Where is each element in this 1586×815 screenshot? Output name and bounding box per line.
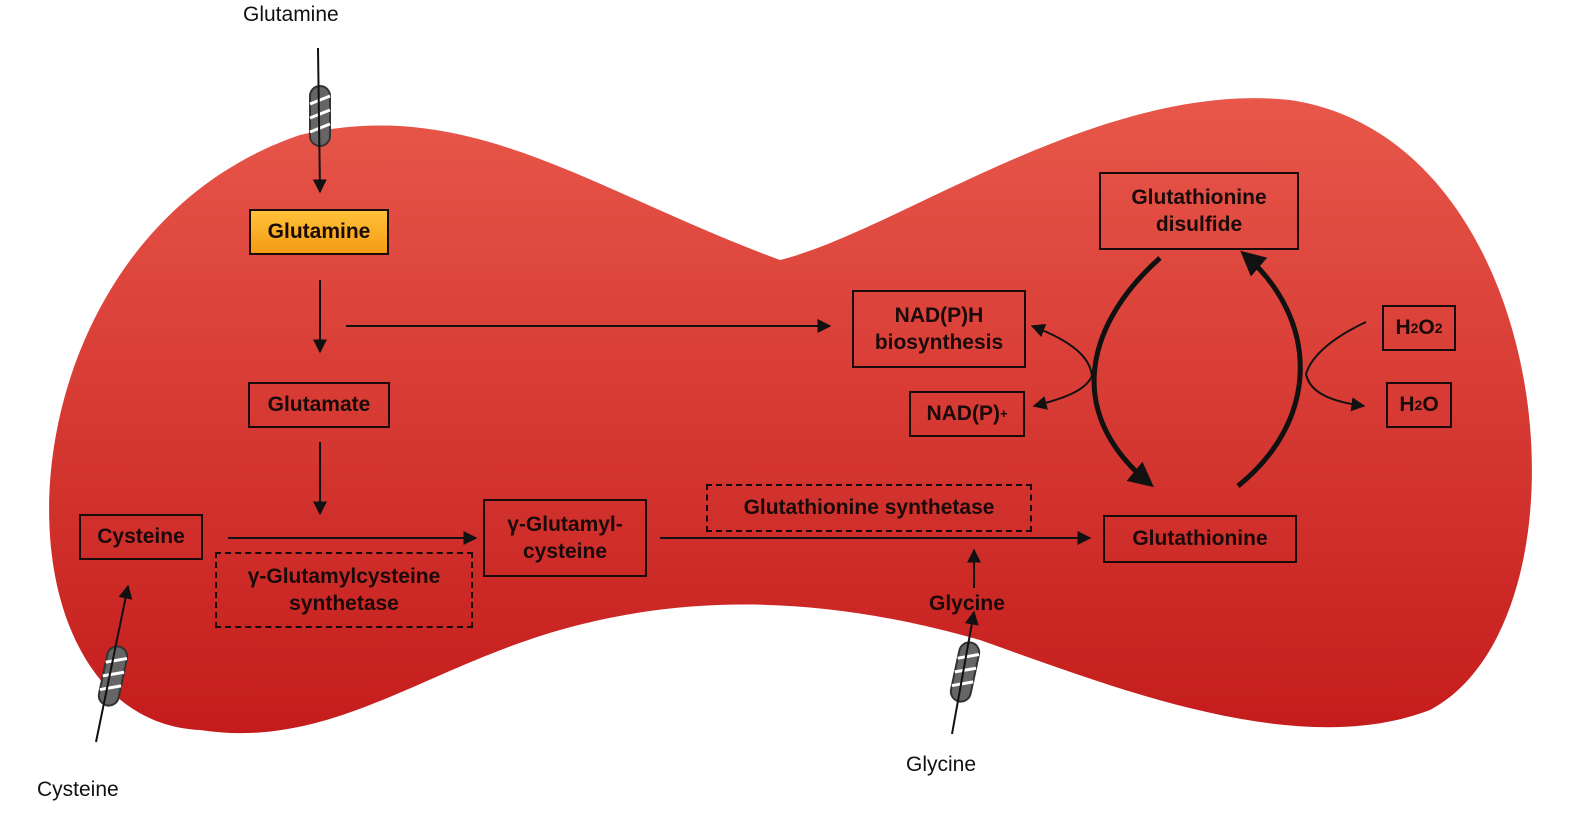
glutathione-synthetase-node: Glutathionine synthetase (706, 484, 1032, 532)
nadp-plus-sup: + (999, 405, 1008, 421)
glycine-inner-label: Glycine (929, 592, 1005, 615)
glutamine-node: Glutamine (249, 209, 389, 255)
arrow-to-h2o (1305, 373, 1366, 412)
nadp-plus-base: NAD(P) (926, 402, 1000, 426)
arrow-to-nadp-plus (1032, 375, 1093, 410)
arrow-cysteine-import (95, 584, 133, 743)
nadph-biosynthesis-node: NAD(P)H biosynthesis (852, 290, 1026, 368)
arrow-h2o2-input (1305, 321, 1367, 375)
h2o-a: H (1399, 393, 1415, 417)
arrow-glycine-import (951, 610, 979, 735)
arrow-gsh-to-gssg (1236, 250, 1303, 488)
arrow-gssg-to-gsh (1091, 256, 1162, 488)
h2o2-b: O (1418, 316, 1435, 340)
h2o2-sub2: 2 (1434, 319, 1443, 336)
glutamate-node: Glutamate (248, 382, 390, 428)
gamma-glutamylcysteine-node: γ-Glutamyl- cysteine (483, 499, 647, 577)
glutathione-node: Glutathionine (1103, 515, 1297, 563)
h2o2-sub1: 2 (1410, 319, 1419, 336)
glutamine-outside-label: Glutamine (243, 3, 339, 26)
h2o2-a: H (1395, 316, 1411, 340)
h2o-b: O (1422, 393, 1439, 417)
glutathione-disulfide-node: Glutathionine disulfide (1099, 172, 1299, 250)
gamma-glutamylcysteine-synthetase-node: γ-Glutamylcysteine synthetase (215, 552, 473, 628)
arrow-glutamine-import (312, 47, 327, 194)
h2o-sub1: 2 (1414, 396, 1423, 413)
arrow-nadp-to-nadph (1030, 323, 1093, 377)
cysteine-node: Cysteine (79, 514, 203, 560)
nadp-plus-node: NAD(P)+ (909, 391, 1025, 437)
glycine-transporter-icon (949, 641, 981, 703)
glycine-outside-label: Glycine (906, 753, 977, 776)
cysteine-outside-label: Cysteine (37, 778, 119, 801)
cell-body (49, 98, 1532, 734)
